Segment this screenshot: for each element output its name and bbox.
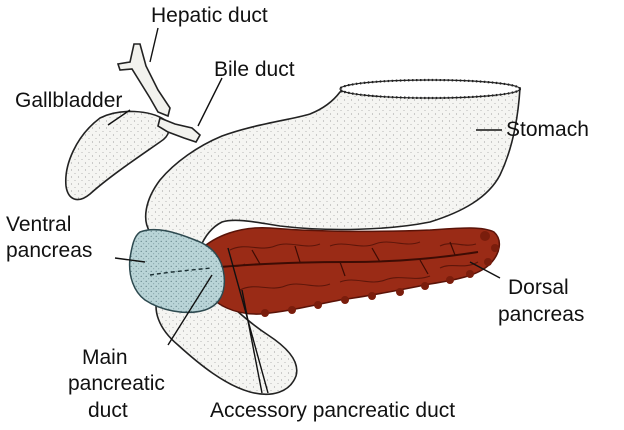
label-dorsal-pancreas-2: pancreas: [498, 303, 584, 326]
label-gallbladder: Gallbladder: [15, 89, 122, 112]
stomach: [146, 83, 520, 249]
label-main-duct-2: pancreatic: [68, 372, 165, 395]
label-hepatic-duct: Hepatic duct: [151, 4, 268, 27]
label-dorsal-pancreas-1: Dorsal: [508, 276, 569, 299]
label-main-duct-1: Main: [82, 346, 128, 369]
hepatic-duct: [118, 44, 170, 116]
label-stomach: Stomach: [506, 118, 589, 141]
label-ventral-pancreas-1: Ventral: [6, 213, 71, 236]
gallbladder: [66, 111, 169, 199]
label-ventral-pancreas-2: pancreas: [6, 239, 92, 262]
label-main-duct-3: duct: [88, 399, 128, 422]
label-accessory-duct: Accessory pancreatic duct: [210, 399, 455, 422]
label-bile-duct: Bile duct: [214, 58, 295, 81]
